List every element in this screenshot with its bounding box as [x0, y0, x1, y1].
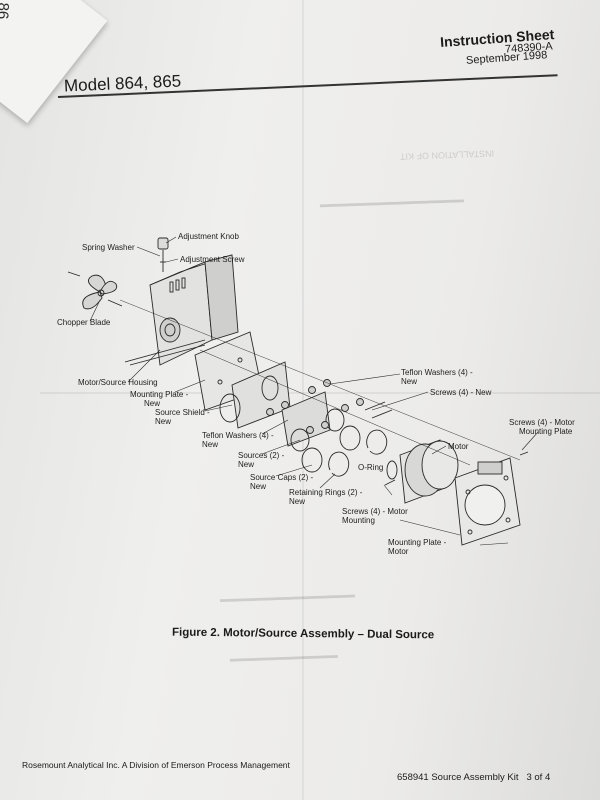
label-motor: Motor: [448, 442, 469, 451]
label-line: Mounting Plate -: [130, 390, 189, 399]
label-line: Source Shield -: [155, 408, 210, 417]
adjustment-knob-drawing: [157, 237, 169, 272]
label-line: New: [289, 497, 306, 506]
label-line: Mounting: [342, 516, 375, 525]
chopper-blade-drawing: [67, 271, 123, 310]
label-adjustment-knob: Adjustment Knob: [178, 232, 239, 241]
label-source-caps: Source Caps (2) - New: [250, 473, 313, 491]
fasteners-drawing: [266, 379, 529, 486]
label-line: New: [155, 417, 172, 426]
label-screws-motor-mounting-plate: Screws (4) - Motor Mounting Plate: [509, 418, 575, 436]
label-line: New: [202, 440, 219, 449]
source-shield-drawing: [219, 361, 291, 429]
source-caps-drawing: [301, 425, 388, 477]
footer-company: Rosemount Analytical Inc. A Division of …: [22, 760, 290, 770]
label-sources: Sources (2) - New: [238, 451, 284, 469]
label-line: Retaining Rings (2) -: [289, 488, 363, 497]
label-line: New: [144, 399, 161, 408]
label-line: Teflon Washers (4) -: [202, 431, 274, 440]
label-line: New: [250, 482, 267, 491]
label-teflon-washers-lower: Teflon Washers (4) - New: [202, 431, 274, 449]
label-line: New: [401, 377, 418, 386]
label-o-ring: O-Ring: [358, 463, 384, 472]
label-teflon-washers-upper: Teflon Washers (4) - New: [401, 368, 473, 386]
motor-source-housing-drawing: [124, 254, 239, 366]
label-line: Source Caps (2) -: [250, 473, 314, 482]
label-mounting-plate-motor: Mounting Plate - Motor: [388, 538, 446, 556]
footer-kit: 658941 Source Assembly Kit: [397, 772, 519, 783]
label-retaining-rings: Retaining Rings (2) - New: [289, 488, 362, 506]
motor-drawing: [399, 439, 459, 504]
label-mounting-plate-new: Mounting Plate - New: [130, 390, 188, 408]
label-line: Teflon Washers (4) -: [401, 368, 473, 377]
label-line: Screws (4) - Motor: [342, 507, 408, 516]
page-number: 3 of 4: [526, 772, 551, 783]
label-line: Mounting Plate: [519, 427, 573, 436]
label-motor-source-housing: Motor/Source Housing: [78, 378, 158, 387]
label-line: Mounting Plate -: [388, 538, 447, 547]
label-adjustment-screw: Adjustment Screw: [180, 255, 245, 264]
label-line: New: [238, 460, 255, 469]
label-screws-new: Screws (4) - New: [430, 388, 492, 397]
label-source-shield: Source Shield - New: [155, 408, 210, 426]
label-line: Screws (4) - Motor: [509, 418, 575, 427]
footer-kit-and-page: 658941 Source Assembly Kit 3 of 4: [397, 772, 550, 783]
paper-fold-vertical: [302, 0, 304, 800]
o-ring-drawing: [386, 460, 398, 480]
label-spring-washer: Spring Washer: [82, 243, 135, 252]
motor-mounting-plate-drawing: [454, 457, 521, 546]
label-line: Sources (2) -: [238, 451, 285, 460]
sources-block-drawing: [281, 391, 345, 452]
label-line: Motor: [388, 547, 409, 556]
label-screws-motor-mounting: Screws (4) - Motor Mounting: [342, 507, 408, 525]
paper-fold-horizontal: [40, 392, 600, 394]
label-chopper-blade: Chopper Blade: [57, 318, 111, 327]
